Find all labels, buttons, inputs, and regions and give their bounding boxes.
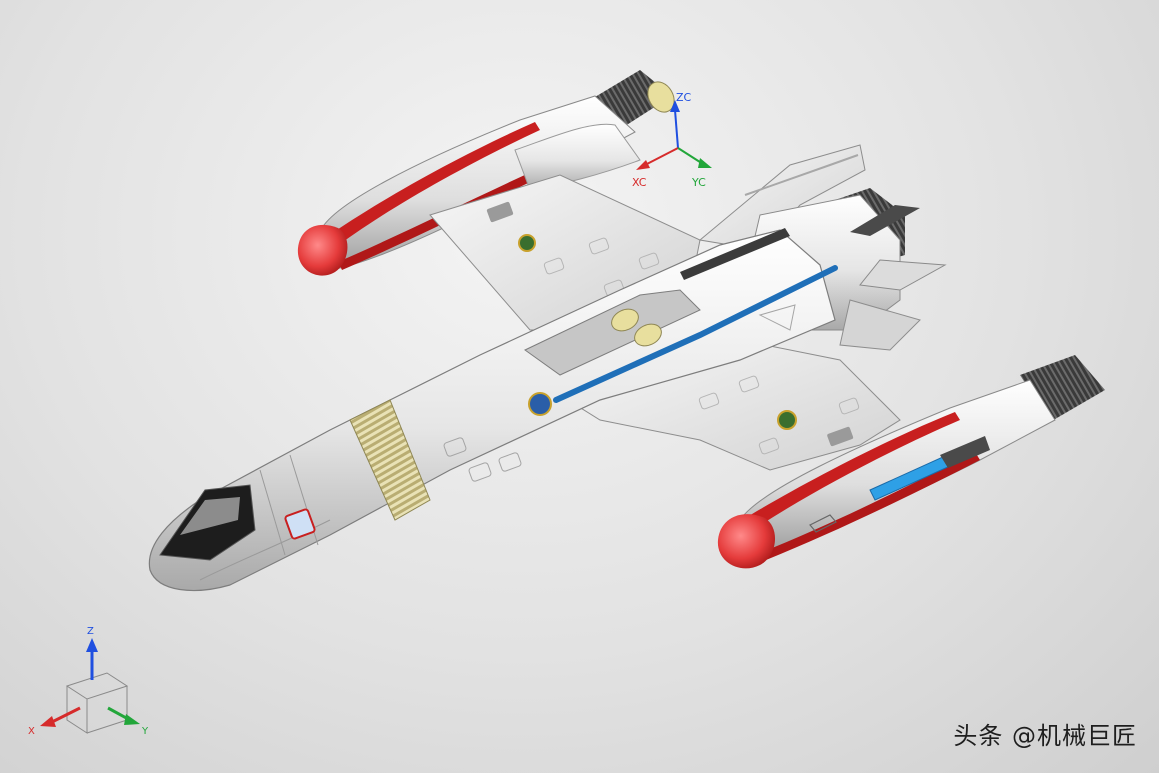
y-label: Y	[141, 726, 149, 737]
zc-arrow-icon	[670, 100, 680, 112]
x-axis	[51, 706, 81, 724]
emblem-wing-upper	[518, 234, 536, 252]
canopy-frame	[180, 497, 240, 535]
cargo-tank-2	[634, 323, 662, 347]
emblem-fuselage	[528, 392, 552, 416]
rear-stabilizer	[859, 259, 947, 291]
fuselage-panel-lines	[443, 304, 796, 482]
yc-arrow-icon	[698, 158, 712, 168]
z-label: Z	[87, 626, 94, 637]
pod-hatch-lower	[809, 514, 837, 533]
blue-stripe	[553, 265, 838, 403]
rear-strut	[850, 205, 920, 236]
red-stripe-upper	[325, 122, 540, 250]
zc-axis	[674, 109, 679, 149]
x-arrow-icon	[40, 716, 56, 727]
fuselage[interactable]	[148, 228, 838, 591]
xc-axis	[644, 147, 679, 166]
nose-cone-lower	[717, 514, 776, 569]
yc-label: YC	[691, 176, 706, 189]
vent-grille-lower	[827, 426, 854, 447]
mission-patch	[284, 508, 316, 540]
xc-arrow-icon	[636, 160, 650, 170]
wing-flap-lower	[839, 299, 921, 351]
banded-section	[349, 399, 431, 521]
x-label: X	[28, 726, 35, 737]
engine-pod-lower[interactable]	[717, 355, 1105, 569]
watermark-text: 头条 @机械巨匠	[953, 722, 1137, 750]
panel-lines-lower	[698, 375, 860, 455]
wcs-triad[interactable]: ZC XC YC	[632, 91, 712, 189]
panel-lines-upper	[543, 237, 660, 297]
nose-cone-upper	[297, 224, 348, 276]
emblem-wing-lower	[777, 410, 797, 430]
nozzle-cap-upper	[647, 81, 675, 113]
cargo-tank-1	[611, 308, 639, 332]
vent-grille-upper	[486, 201, 514, 223]
red-stripe-lower-bottom	[760, 452, 980, 560]
red-stripe-lower	[742, 412, 960, 532]
top-rail	[680, 228, 790, 280]
y-arrow-icon	[124, 714, 140, 725]
yc-axis	[677, 147, 704, 165]
xc-label: XC	[632, 176, 647, 189]
cargo-bay	[524, 289, 701, 376]
view-cube	[65, 672, 129, 734]
pod-intake-lower	[940, 436, 990, 468]
z-arrow-icon	[86, 638, 98, 652]
zc-label: ZC	[676, 91, 692, 104]
view-triad[interactable]: Z X Y	[28, 626, 149, 737]
